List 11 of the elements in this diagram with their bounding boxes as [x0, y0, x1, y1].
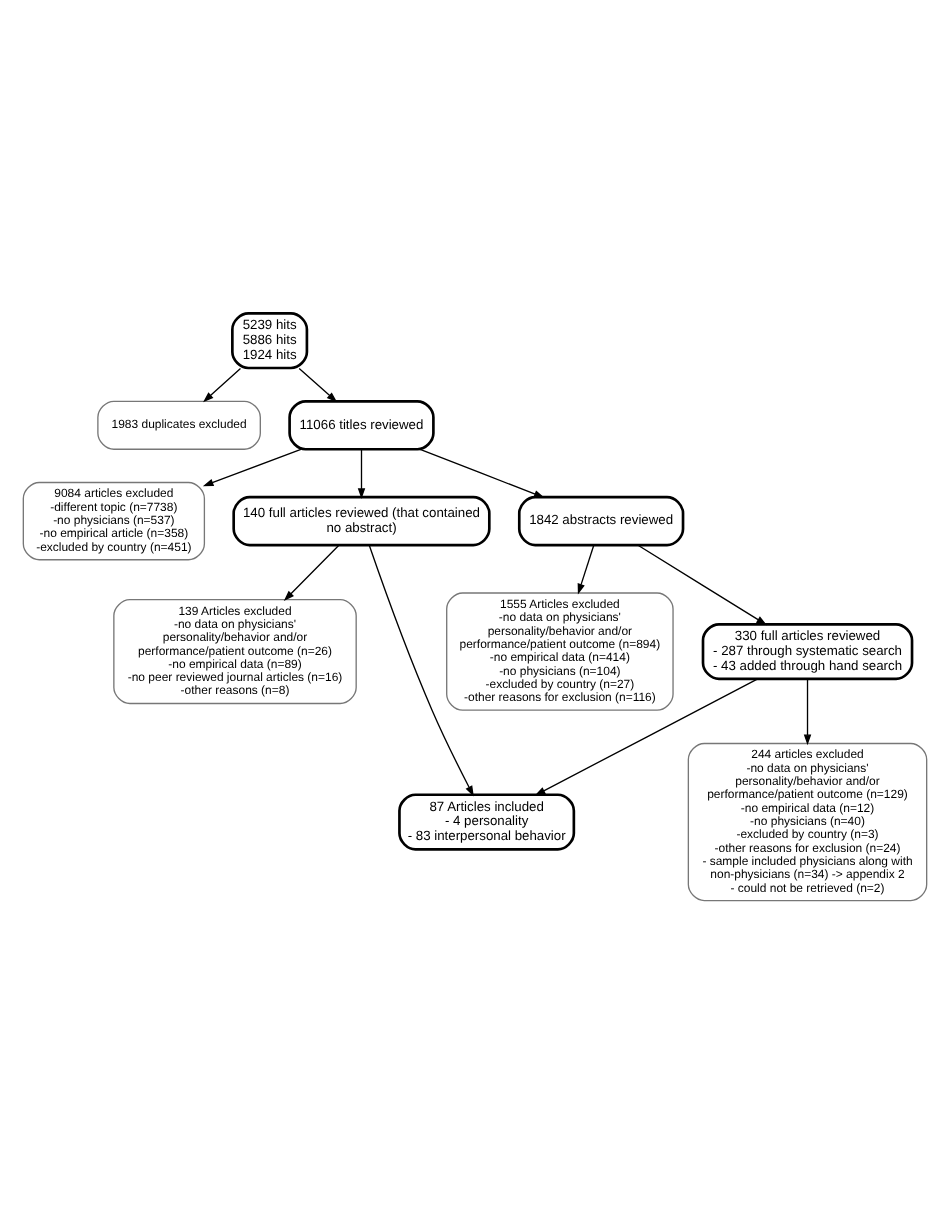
arrow	[367, 544, 473, 797]
arrow	[636, 544, 766, 626]
arrow	[533, 678, 758, 796]
arrow	[201, 448, 301, 487]
arrow	[576, 544, 594, 595]
arrow	[356, 448, 365, 500]
arrow	[802, 678, 811, 746]
arrow	[297, 367, 337, 403]
arrow	[202, 367, 241, 403]
arrow	[282, 544, 339, 601]
arrow	[418, 448, 544, 498]
